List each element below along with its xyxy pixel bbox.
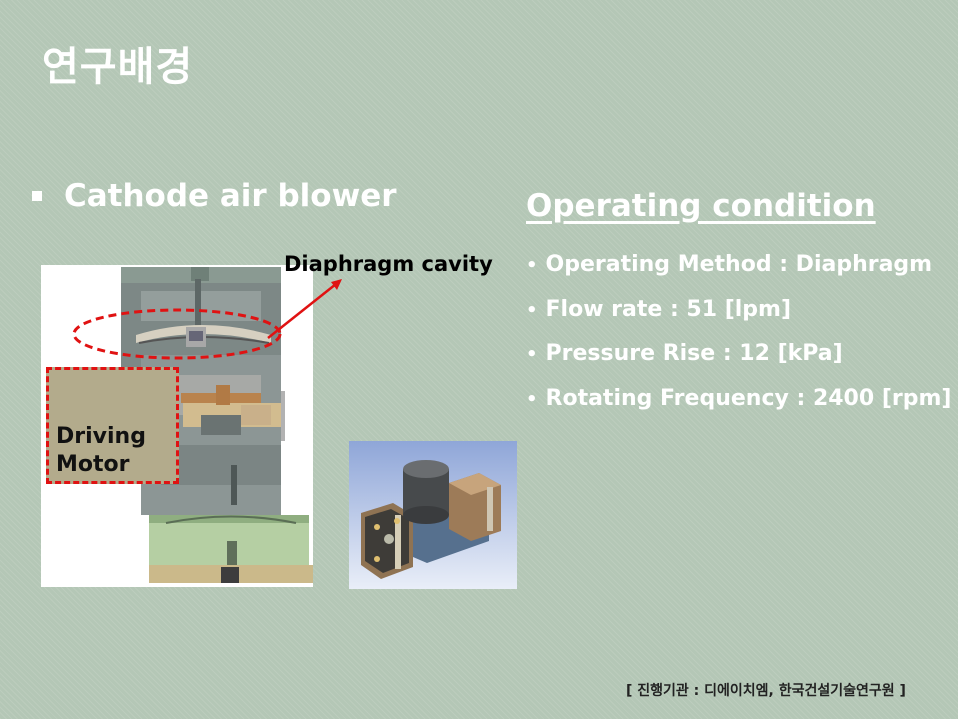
cavity-arrow (267, 283, 337, 339)
list-item: •Operating Method : Diaphragm (526, 243, 951, 288)
list-item: •Pressure Rise : 12 [kPa] (526, 332, 951, 377)
section-heading: Cathode air blower (32, 178, 397, 214)
list-item: •Flow rate : 51 [lpm] (526, 288, 951, 333)
bullet-dot-icon: • (526, 388, 538, 410)
section-label: Cathode air blower (64, 178, 397, 214)
cavity-ellipse (72, 308, 282, 360)
operating-condition-list: •Operating Method : Diaphragm •Flow rate… (526, 243, 951, 421)
bullet-dot-icon: • (526, 344, 538, 365)
footer-credit: [ 진행기관 : 디에이치엠, 한국건설기술연구원 ] (626, 683, 906, 699)
bullet-dot-icon: • (526, 299, 538, 321)
driving-motor-label: Driving Motor (56, 424, 146, 477)
bullet-dot-icon: • (526, 255, 538, 276)
blower-cad-image (349, 441, 517, 589)
square-bullet-icon (32, 191, 42, 201)
operating-condition-title: Operating condition (526, 188, 876, 224)
driving-motor-highlight (46, 367, 179, 484)
slide-title: 연구배경 (42, 44, 194, 90)
arrow-head-icon (331, 279, 342, 290)
diaphragm-cavity-label: Diaphragm cavity (284, 252, 493, 276)
list-item: •Rotating Frequency : 2400 [rpm] (526, 377, 951, 422)
